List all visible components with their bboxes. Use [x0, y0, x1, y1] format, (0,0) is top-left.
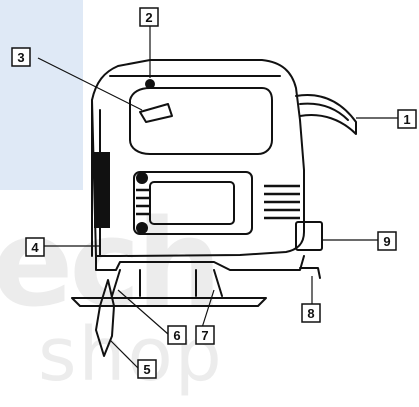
trigger — [139, 103, 173, 123]
lower-housing — [95, 255, 305, 271]
watermark-background-block — [0, 0, 83, 190]
vents — [136, 184, 300, 220]
callout-label: 5 — [143, 362, 150, 377]
switch-dot-top — [136, 172, 148, 184]
callout-box — [25, 237, 45, 257]
cord — [299, 102, 349, 121]
base-plate — [71, 297, 267, 307]
callout-label: 8 — [307, 306, 314, 321]
callout-label: 1 — [403, 112, 410, 127]
callout-2: 2 — [139, 7, 159, 27]
callout-label: 2 — [145, 10, 152, 25]
callout-box — [301, 303, 321, 323]
watermark-sub-text: shop — [38, 312, 224, 398]
front-dark-strip — [94, 152, 110, 228]
callout-9: 9 — [377, 231, 397, 251]
speed-dial — [145, 79, 155, 89]
switch-panel — [133, 171, 253, 235]
switch-inner — [149, 181, 235, 225]
callout-4: 4 — [25, 237, 45, 257]
callout-box — [195, 325, 215, 345]
leader-3 — [37, 57, 143, 111]
callout-box — [167, 325, 187, 345]
cord-guard — [295, 94, 357, 135]
lever — [299, 267, 321, 279]
callout-5: 5 — [137, 359, 157, 379]
blade — [95, 279, 115, 357]
switch-dot-bottom — [136, 222, 148, 234]
callout-7: 7 — [195, 325, 215, 345]
callout-box — [139, 7, 159, 27]
callout-label: 6 — [173, 328, 180, 343]
handle-opening — [129, 87, 273, 155]
callout-box — [137, 359, 157, 379]
shoe-bracket — [111, 269, 223, 297]
callout-box — [377, 231, 397, 251]
callout-label: 3 — [17, 50, 24, 65]
body-outline — [91, 59, 305, 257]
callout-label: 9 — [383, 234, 390, 249]
callout-1: 1 — [397, 109, 417, 129]
leader-6 — [117, 289, 169, 335]
callout-8: 8 — [301, 303, 321, 323]
side-knob — [295, 221, 323, 251]
callout-box — [397, 109, 417, 129]
callout-label: 4 — [31, 240, 39, 255]
leader-5 — [109, 339, 139, 369]
callout-3: 3 — [11, 47, 31, 67]
callout-label: 7 — [201, 328, 208, 343]
callout-box — [11, 47, 31, 67]
callout-6: 6 — [167, 325, 187, 345]
